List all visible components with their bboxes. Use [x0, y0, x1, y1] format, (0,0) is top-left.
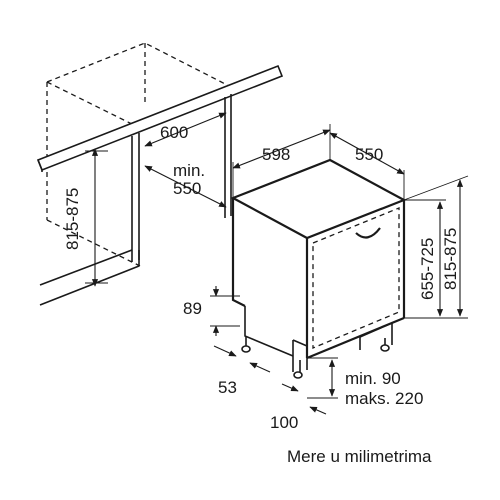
units-caption: Mere u milimetrima	[287, 447, 432, 466]
niche-height-dimension: 815-875	[63, 148, 108, 287]
appliance-width-label: 598	[262, 145, 290, 164]
foot-offset-label: 53	[218, 378, 237, 397]
appliance-depth-label: 550	[355, 145, 383, 164]
appliance-depth-dimension: 550	[329, 132, 405, 200]
appliance-height-label: 655-725	[418, 238, 437, 300]
niche-min-label-line1: min.	[173, 161, 205, 180]
appliance-height-dimension: 655-725	[404, 199, 446, 319]
plinth-gap-min-label: min. 90	[345, 369, 401, 388]
plinth-height-dimension: 89	[183, 286, 240, 336]
plinth-gap-dimension: min. 90 maks. 220	[307, 357, 423, 408]
niche-height-label: 815-875	[63, 188, 82, 250]
overall-height-label: 815-875	[441, 228, 460, 290]
niche-min-width-dimension: min. 550	[144, 161, 227, 208]
niche-depth-dimension: 600	[144, 112, 227, 147]
overall-height-dimension: 815-875	[403, 175, 469, 319]
door-gap-dimension: 100	[270, 383, 327, 432]
plinth-height-label: 89	[183, 299, 202, 318]
niche-depth-label: 600	[160, 123, 188, 142]
niche-min-label-line2: 550	[173, 179, 201, 198]
plinth-gap-max-label: maks. 220	[345, 389, 423, 408]
door-gap-label: 100	[270, 413, 298, 432]
dishwasher	[230, 158, 407, 379]
foot-offset-dimension: 53	[213, 345, 271, 397]
